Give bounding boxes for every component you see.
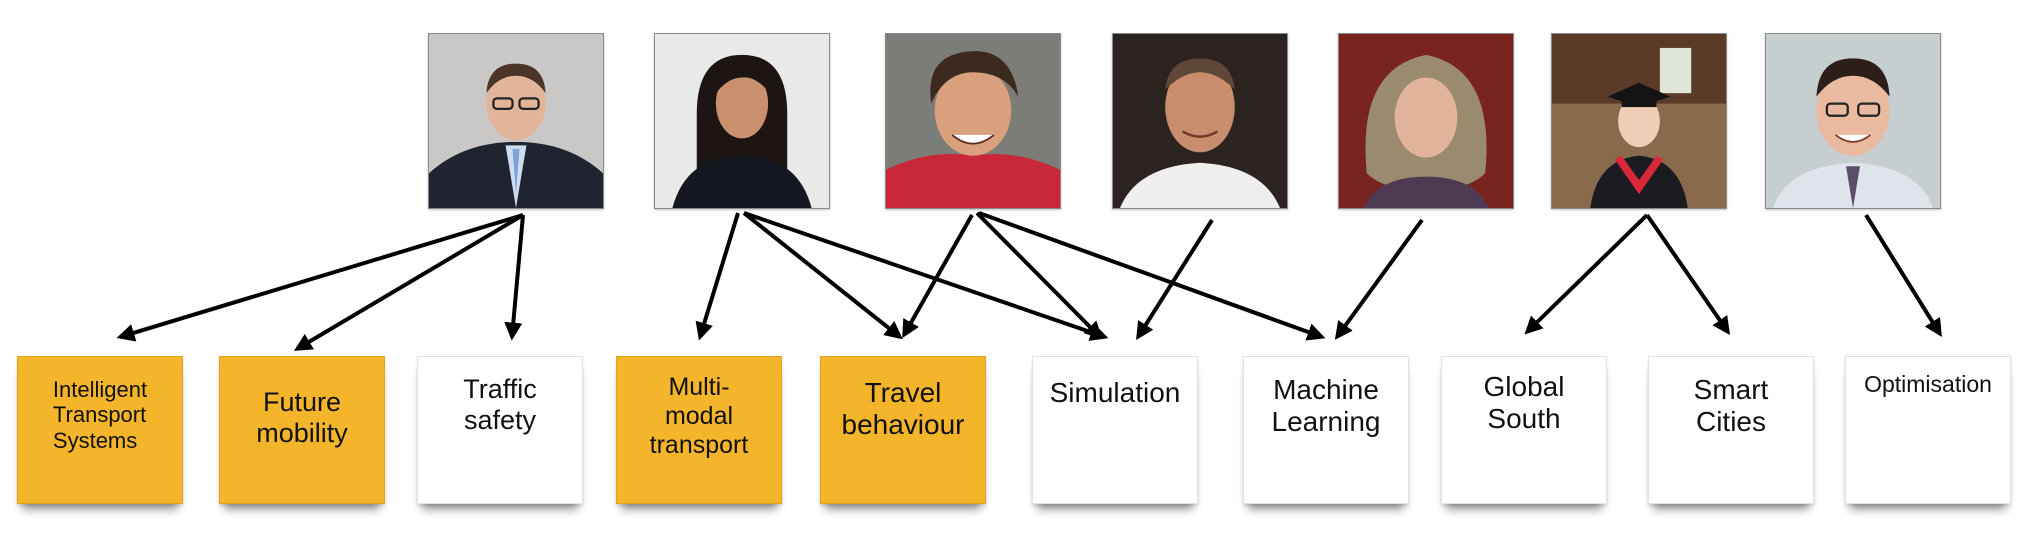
arrow-p1-t1 xyxy=(116,213,524,342)
topic-card-travel-behaviour: Travel behaviour xyxy=(820,356,986,504)
arrow-p4-t6 xyxy=(1136,218,1214,341)
arrow-p3-t7 xyxy=(978,211,1326,341)
arrow-p5-t7 xyxy=(1334,218,1424,340)
arrow-p6-t8 xyxy=(1524,213,1649,335)
topic-label: Traffic safety xyxy=(463,374,537,436)
arrow-p3-t6 xyxy=(975,211,1103,340)
topic-card-smart-cities: Smart Cities xyxy=(1648,356,1814,504)
person-woman-graduation-cap-icon xyxy=(1551,33,1727,209)
topic-label: Optimisation xyxy=(1864,371,1992,397)
arrow-p7-t10 xyxy=(1864,213,1942,338)
topic-card-future-mobility: Future mobility xyxy=(219,356,385,504)
arrow-p1-t3 xyxy=(504,214,525,341)
person-man-suit-glasses-icon xyxy=(428,33,604,209)
topic-label: Intelligent Transport Systems xyxy=(52,377,148,453)
arrow-p3-t5 xyxy=(902,214,974,339)
topic-card-global-south: Global South xyxy=(1441,356,1607,504)
topic-card-optimisation: Optimisation xyxy=(1845,356,2011,504)
person-man-striped-shirt-glasses-icon xyxy=(1765,33,1941,209)
topic-card-traffic-safety: Traffic safety xyxy=(417,356,583,504)
arrow-p1-t2 xyxy=(293,213,525,351)
topic-label: Future mobility xyxy=(256,387,348,449)
topic-label: Smart Cities xyxy=(1693,374,1769,438)
arrow-p2-t5 xyxy=(742,211,903,340)
topic-label: Machine Learning xyxy=(1271,374,1381,438)
topic-label: Global South xyxy=(1483,371,1565,435)
topic-label: Simulation xyxy=(1049,377,1181,408)
arrow-p6-t9 xyxy=(1645,213,1731,335)
topic-card-machine-learning: Machine Learning xyxy=(1243,356,1409,504)
arrow-p2-t6 xyxy=(743,211,1109,341)
topic-label: Multi- modal transport xyxy=(649,373,749,459)
person-man-white-shirt-icon xyxy=(1112,33,1288,209)
arrow-p2-t4 xyxy=(695,212,740,341)
topic-card-simulation: Simulation xyxy=(1032,356,1198,504)
person-man-smiling-red-shirt-icon xyxy=(885,33,1061,209)
topic-card-intelligent-transport-systems: Intelligent Transport Systems xyxy=(17,356,183,504)
person-woman-curly-hair-icon xyxy=(1338,33,1514,209)
topic-label: Travel behaviour xyxy=(841,377,965,441)
person-woman-dark-hair-icon xyxy=(654,33,830,209)
topic-card-multi-modal-transport: Multi- modal transport xyxy=(616,356,782,504)
